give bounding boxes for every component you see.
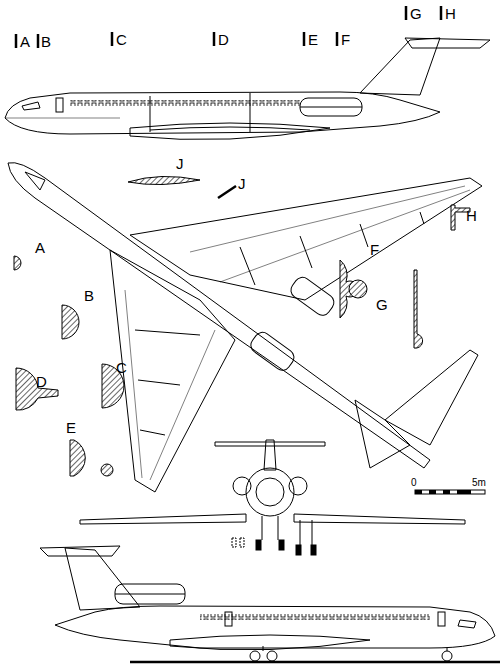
section-letter: J <box>238 176 246 191</box>
section-letter: H <box>445 6 456 21</box>
scale-label: 5m <box>472 478 486 488</box>
section-letter: F <box>370 242 379 257</box>
section-letter: B <box>41 34 51 49</box>
section-letter: B <box>84 288 94 303</box>
section-letter: H <box>466 208 477 223</box>
section-letter: E <box>66 420 76 435</box>
section-letter: D <box>36 374 47 389</box>
section-letter: J <box>176 156 184 171</box>
section-letter: D <box>218 32 229 47</box>
scale-label: 0 <box>411 478 417 488</box>
section-letter: F <box>341 32 350 47</box>
section-letter: A <box>20 34 30 49</box>
section-letter: G <box>376 297 388 312</box>
section-letter: G <box>410 6 422 21</box>
section-letter: E <box>308 32 318 47</box>
section-letter: C <box>116 360 127 375</box>
section-letter: C <box>116 32 127 47</box>
section-letter: A <box>35 240 45 255</box>
